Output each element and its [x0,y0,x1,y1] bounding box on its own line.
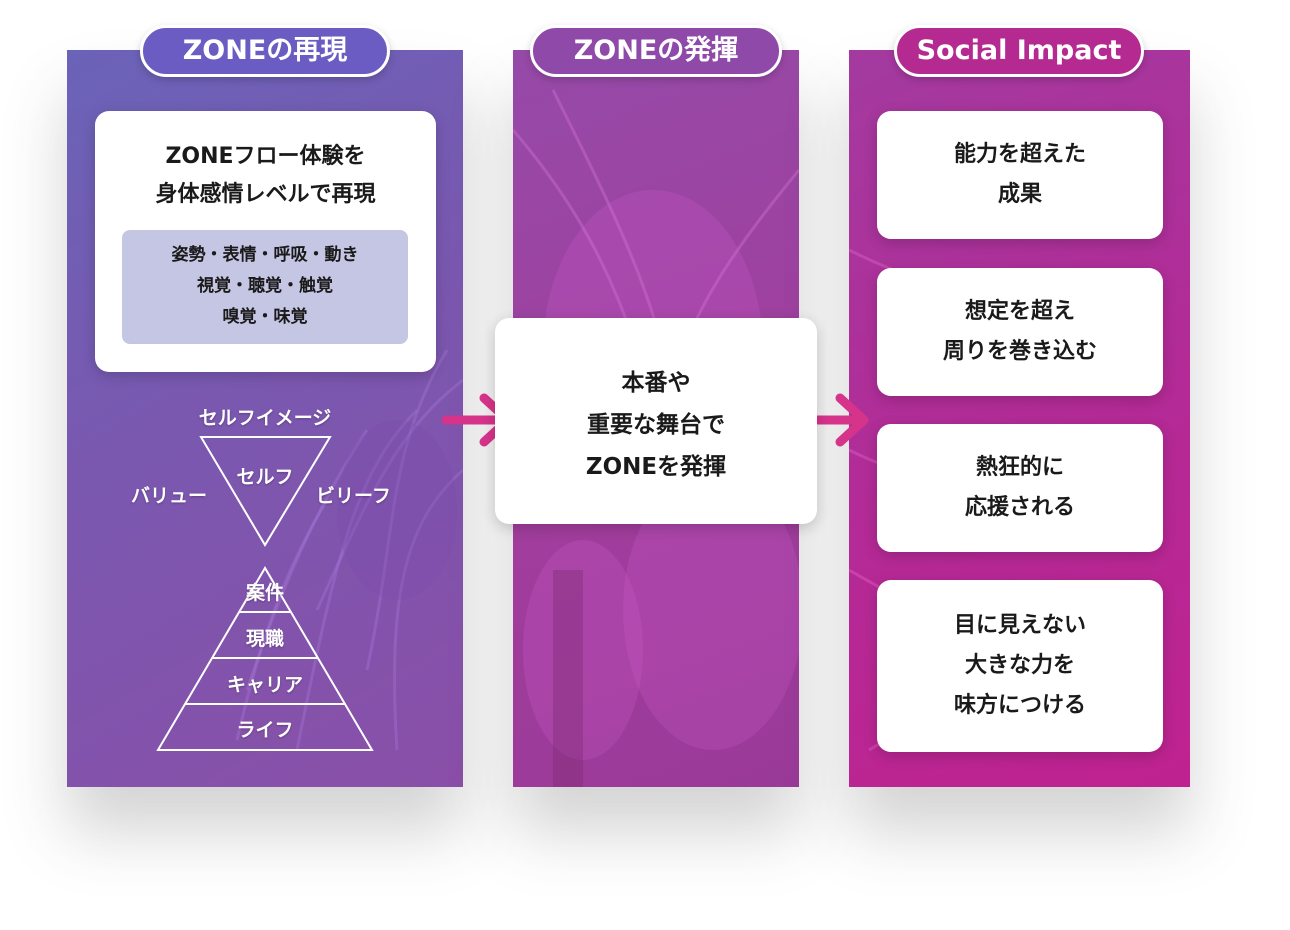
label-self-image: セルフイメージ [198,407,332,429]
pyramid-level-job: 現職 [245,628,285,650]
header-social-impact: Social Impact [894,25,1144,77]
self-triangle [199,436,332,547]
label-value: バリュー [131,485,208,507]
layer-pyramid [156,566,374,751]
header-zone-perform: ZONEの発揮 [530,25,782,77]
label-belief: ビリーフ [316,485,391,507]
label-self: セルフ [236,466,294,488]
zone-flow-title: ZONEフロー体験を 身体感情レベルで再現 [155,144,376,207]
impact-card: 熱狂的に 応援される [877,424,1163,552]
perform-card: 本番や 重要な舞台で ZONEを発揮 [495,318,817,524]
impact-card: 目に見えない 大きな力を 味方につける [877,580,1163,752]
flower-background [235,349,463,751]
pyramid-level-career: キャリア [226,674,304,696]
senses-box: 姿勢・表情・呼吸・動き 視覚・聴覚・触覚 嗅覚・味覚 [122,230,408,344]
zone-flow-card: ZONEフロー体験を 身体感情レベルで再現 姿勢・表情・呼吸・動き 視覚・聴覚・… [95,111,436,372]
impact-card: 能力を超えた 成果 [877,111,1163,239]
pyramid-level-life: ライフ [236,719,294,741]
header-zone-reproduce: ZONEの再現 [140,25,390,77]
pyramid-level-case: 案件 [245,582,285,604]
impact-card: 想定を超え 周りを巻き込む [877,268,1163,396]
perform-text: 本番や 重要な舞台で ZONEを発揮 [585,370,727,480]
